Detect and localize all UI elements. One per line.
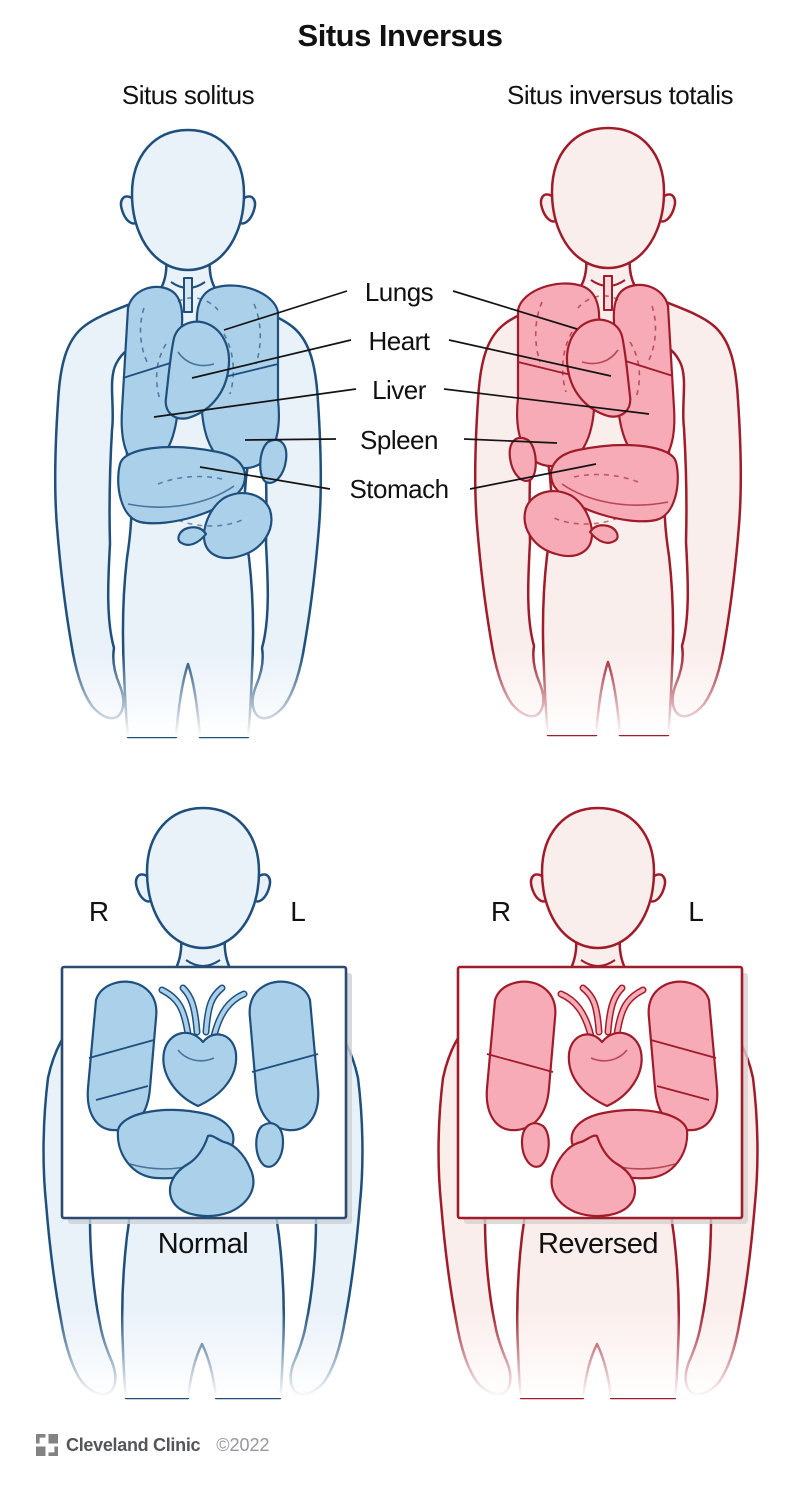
label-stomach: Stomach — [349, 474, 449, 504]
figure-situs-solitus — [28, 130, 348, 737]
subtitle-situs-solitus: Situs solitus — [121, 80, 255, 110]
caption-normal: Normal — [157, 1228, 249, 1260]
page-title: Situs Inversus — [297, 18, 503, 53]
caption-reversed: Reversed — [537, 1228, 659, 1260]
marker-right-reversed: R — [490, 896, 512, 927]
figure-normal — [38, 808, 368, 1398]
label-liver: Liver — [372, 375, 426, 405]
marker-left-normal: L — [290, 896, 306, 927]
footer: Cleveland Clinic ©2022 — [36, 1434, 270, 1456]
marker-left-reversed: L — [688, 896, 704, 927]
subtitle-situs-inversus-totalis: Situs inversus totalis — [507, 80, 733, 110]
label-spleen: Spleen — [360, 425, 438, 455]
brand-name: Cleveland Clinic — [66, 1434, 201, 1455]
label-lungs: Lungs — [364, 277, 434, 307]
copyright: ©2022 — [216, 1434, 270, 1455]
figure-situs-inversus-totalis — [448, 128, 768, 735]
figure-reversed — [433, 808, 763, 1398]
cleveland-clinic-logo-icon — [36, 1434, 58, 1456]
label-heart: Heart — [368, 326, 430, 356]
marker-right-normal: R — [88, 896, 110, 927]
